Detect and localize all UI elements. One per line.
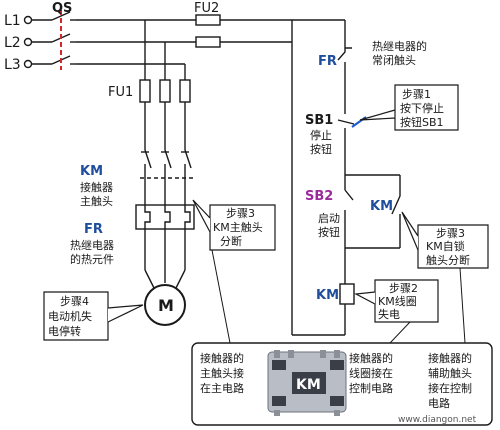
motor-symbol bbox=[144, 284, 186, 326]
bottom-left-line1: 接触器的 bbox=[200, 351, 244, 365]
step1-title: 步骤1 bbox=[402, 88, 431, 101]
label-sb2-1: 启动 bbox=[318, 212, 340, 225]
label-qs: QS bbox=[52, 1, 72, 16]
terminal-l2 bbox=[23, 37, 33, 47]
labels: L1 L2 L3 QS FU2 FU1 KM 接触器 主触头 FR 热继电器 的… bbox=[4, 1, 427, 315]
km-main-contact-2 bbox=[164, 149, 172, 169]
bottom-right-line3: 接在控制 bbox=[428, 381, 472, 395]
km-coil bbox=[339, 283, 355, 305]
fu2-fuse-top bbox=[195, 14, 221, 26]
terminal-l1 bbox=[23, 15, 33, 25]
step2-title: 步骤2 bbox=[389, 282, 418, 295]
fu2-fuse-bottom bbox=[195, 36, 221, 48]
label-km-coil: KM bbox=[316, 288, 339, 303]
label-fr-element-2: 的热元件 bbox=[70, 252, 114, 266]
bottom-left-line2: 主触头接 bbox=[200, 366, 244, 380]
step3a-line2: 分断 bbox=[220, 234, 242, 248]
label-sb2: SB2 bbox=[305, 189, 333, 204]
sb1-stop-button bbox=[337, 108, 355, 140]
step3b-line2: 触头分断 bbox=[426, 253, 470, 267]
callout-step1: 步骤1 按下停止 按钮SB1 bbox=[359, 84, 459, 131]
step3b-title: 步骤3 bbox=[436, 227, 465, 240]
callout-step2: 步骤2 KM线圈 失电 bbox=[353, 279, 439, 323]
label-sb1: SB1 bbox=[305, 113, 333, 128]
control-circuit bbox=[291, 19, 401, 336]
label-km-contact-2: 主触头 bbox=[80, 194, 113, 208]
step4-line1: 电动机失 bbox=[48, 309, 92, 323]
callout-step4: 步骤4 电动机失 电停转 bbox=[43, 291, 144, 341]
step3a-title: 步骤3 bbox=[226, 207, 255, 220]
power-circuit bbox=[23, 10, 292, 326]
step2-line2: 失电 bbox=[378, 308, 400, 321]
label-sb1-2: 按钮 bbox=[310, 142, 332, 156]
label-fr-ctrl: FR bbox=[318, 54, 337, 69]
sb2-start-button bbox=[344, 175, 354, 248]
step1-line1: 按下停止 bbox=[400, 101, 444, 115]
step3b-line1: KM自锁 bbox=[426, 239, 465, 253]
step1-line2: 按钮SB1 bbox=[400, 115, 444, 129]
label-fu2: FU2 bbox=[194, 1, 219, 16]
label-fr-nc-2: 常闭触头 bbox=[372, 53, 416, 67]
bottom-right-line1: 接触器的 bbox=[428, 351, 472, 365]
watermark: www.diangon.net bbox=[398, 415, 477, 425]
bottom-mid-line3: 控制电路 bbox=[349, 381, 393, 395]
contactor-photo-label: KM bbox=[296, 377, 321, 393]
label-km-power: KM bbox=[80, 164, 103, 179]
callout-step3-aux: 步骤3 KM自锁 触头分断 bbox=[401, 211, 489, 269]
label-km-aux: KM bbox=[370, 199, 393, 214]
contactor-photo: KM bbox=[267, 350, 347, 416]
bottom-description-box: 接触器的 主触头接 在主电路 KM 接触器的 线圈接在 控制电路 接触器的 辅助… bbox=[191, 249, 493, 426]
label-l3: L3 bbox=[4, 57, 21, 73]
fr-nc-contact bbox=[337, 47, 352, 70]
label-km-contact-1: 接触器 bbox=[80, 180, 113, 194]
qs-blade-1 bbox=[51, 11, 71, 21]
km-main-contact-3 bbox=[184, 149, 192, 169]
label-fr-power: FR bbox=[84, 222, 103, 237]
fu1-fuse-2 bbox=[159, 79, 171, 103]
step3a-line1: KM主触头 bbox=[213, 220, 263, 234]
bottom-right-line2: 辅助触头 bbox=[428, 366, 472, 380]
label-l2: L2 bbox=[4, 35, 21, 51]
fu1-fuse-3 bbox=[179, 79, 191, 103]
step4-line2: 电停转 bbox=[48, 324, 81, 338]
callout-step3-main: 步骤3 KM主触头 分断 bbox=[192, 199, 276, 251]
label-l1: L1 bbox=[4, 13, 21, 29]
label-motor: M bbox=[158, 296, 174, 315]
km-aux-contact bbox=[391, 190, 401, 248]
bottom-mid-line1: 接触器的 bbox=[349, 351, 393, 365]
step4-title: 步骤4 bbox=[60, 295, 89, 308]
bottom-right-line4: 电路 bbox=[428, 397, 450, 410]
fu1-fuse-1 bbox=[139, 79, 151, 103]
label-fu1: FU1 bbox=[108, 85, 133, 100]
label-sb2-2: 按钮 bbox=[318, 225, 340, 239]
label-fr-nc-1: 热继电器的 bbox=[372, 39, 427, 53]
label-fr-element-1: 热继电器 bbox=[70, 239, 114, 252]
km-main-contact-1 bbox=[144, 149, 152, 169]
step2-line1: KM线圈 bbox=[378, 294, 417, 308]
bottom-left-line3: 在主电路 bbox=[200, 382, 244, 395]
label-sb1-1: 停止 bbox=[310, 128, 332, 142]
terminal-l3 bbox=[23, 59, 33, 69]
bottom-mid-line2: 线圈接在 bbox=[349, 366, 393, 380]
